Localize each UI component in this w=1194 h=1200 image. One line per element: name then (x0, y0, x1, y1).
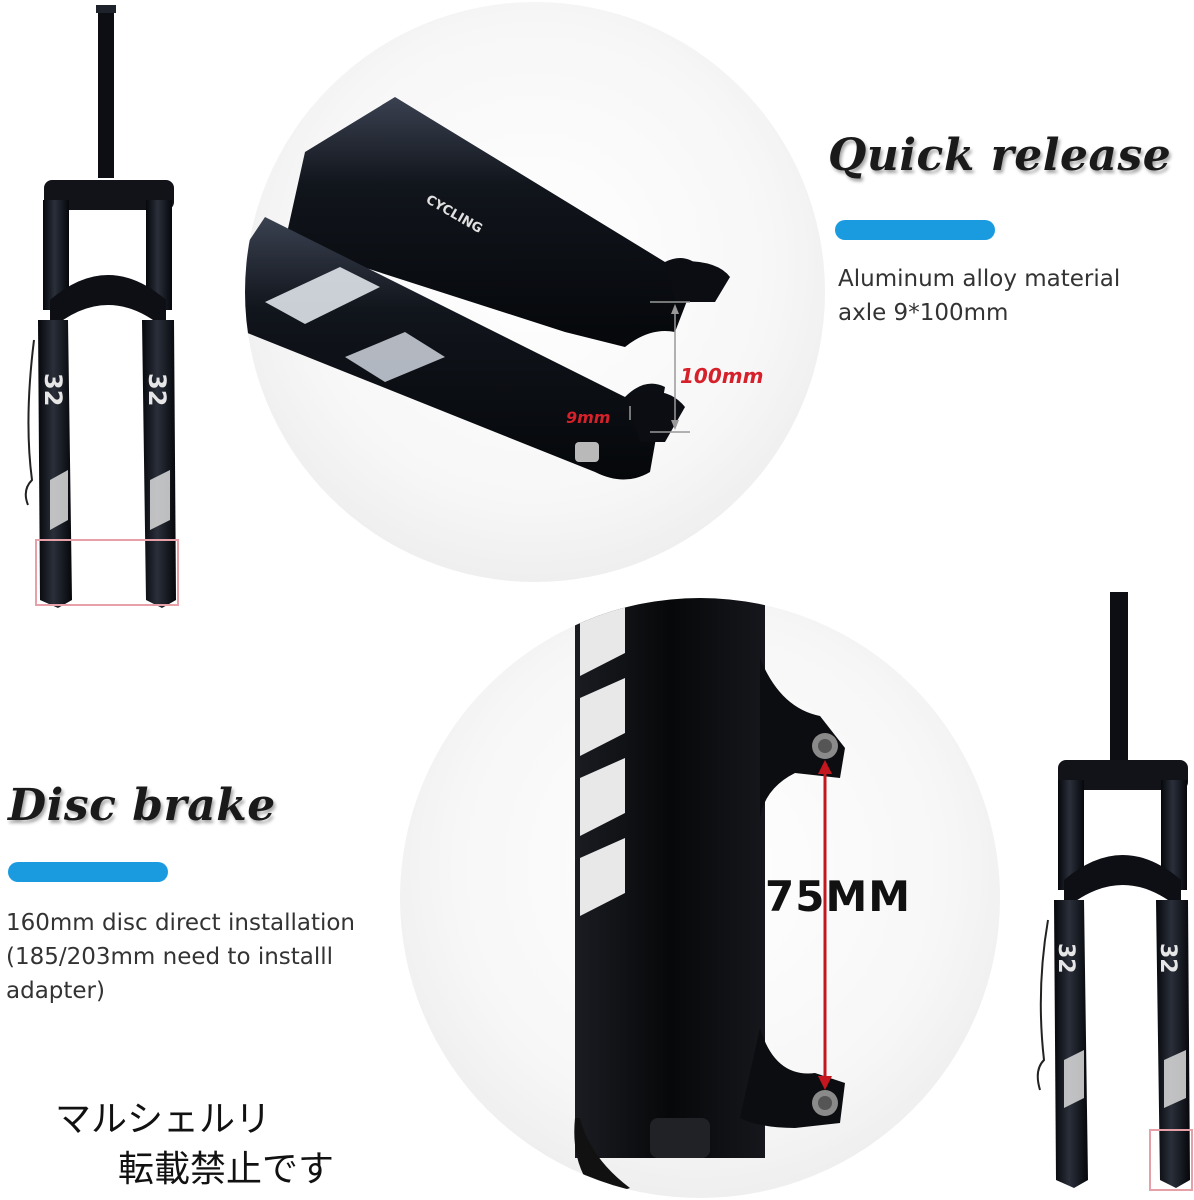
svg-text:32: 32 (39, 373, 67, 406)
svg-text:32: 32 (1155, 943, 1180, 974)
disc-brake-title: Disc brake (8, 780, 276, 831)
quick-release-detail: CYCLING (245, 2, 825, 582)
fork-image-right: 32 32 (1036, 592, 1193, 1191)
dimension-9mm: 9mm (566, 408, 611, 427)
brake-mount-illustration (574, 598, 845, 1198)
disc-brake-desc-line3: adapter) (6, 978, 105, 1004)
quick-release-title: Quick release (828, 130, 1172, 181)
quick-release-desc-line1: Aluminum alloy material (838, 266, 1121, 292)
watermark-line1: マルシェルリ (55, 1099, 272, 1140)
svg-text:32: 32 (1053, 943, 1078, 974)
disc-brake-desc-line1: 160mm disc direct installation (6, 910, 356, 936)
watermark-line2: 転載禁止です (118, 1149, 335, 1190)
quick-release-description: Aluminum alloy material axle 9*100mm (838, 262, 1120, 330)
svg-text:32: 32 (143, 373, 171, 406)
fork-image-left: 32 32 (24, 5, 179, 608)
disc-brake-detail (400, 598, 1000, 1198)
disc-brake-desc-line2: (185/203mm need to installl (6, 944, 334, 970)
dimension-75mm: 75MM (765, 872, 912, 921)
dimension-100mm: 100mm (680, 364, 764, 388)
quick-release-desc-line2: axle 9*100mm (838, 300, 1009, 326)
dropout-illustration: CYCLING (245, 97, 730, 480)
quick-release-accent-bar (835, 220, 995, 240)
disc-brake-description: 160mm disc direct installation (185/203m… (6, 906, 355, 1008)
disc-brake-accent-bar (8, 862, 168, 882)
